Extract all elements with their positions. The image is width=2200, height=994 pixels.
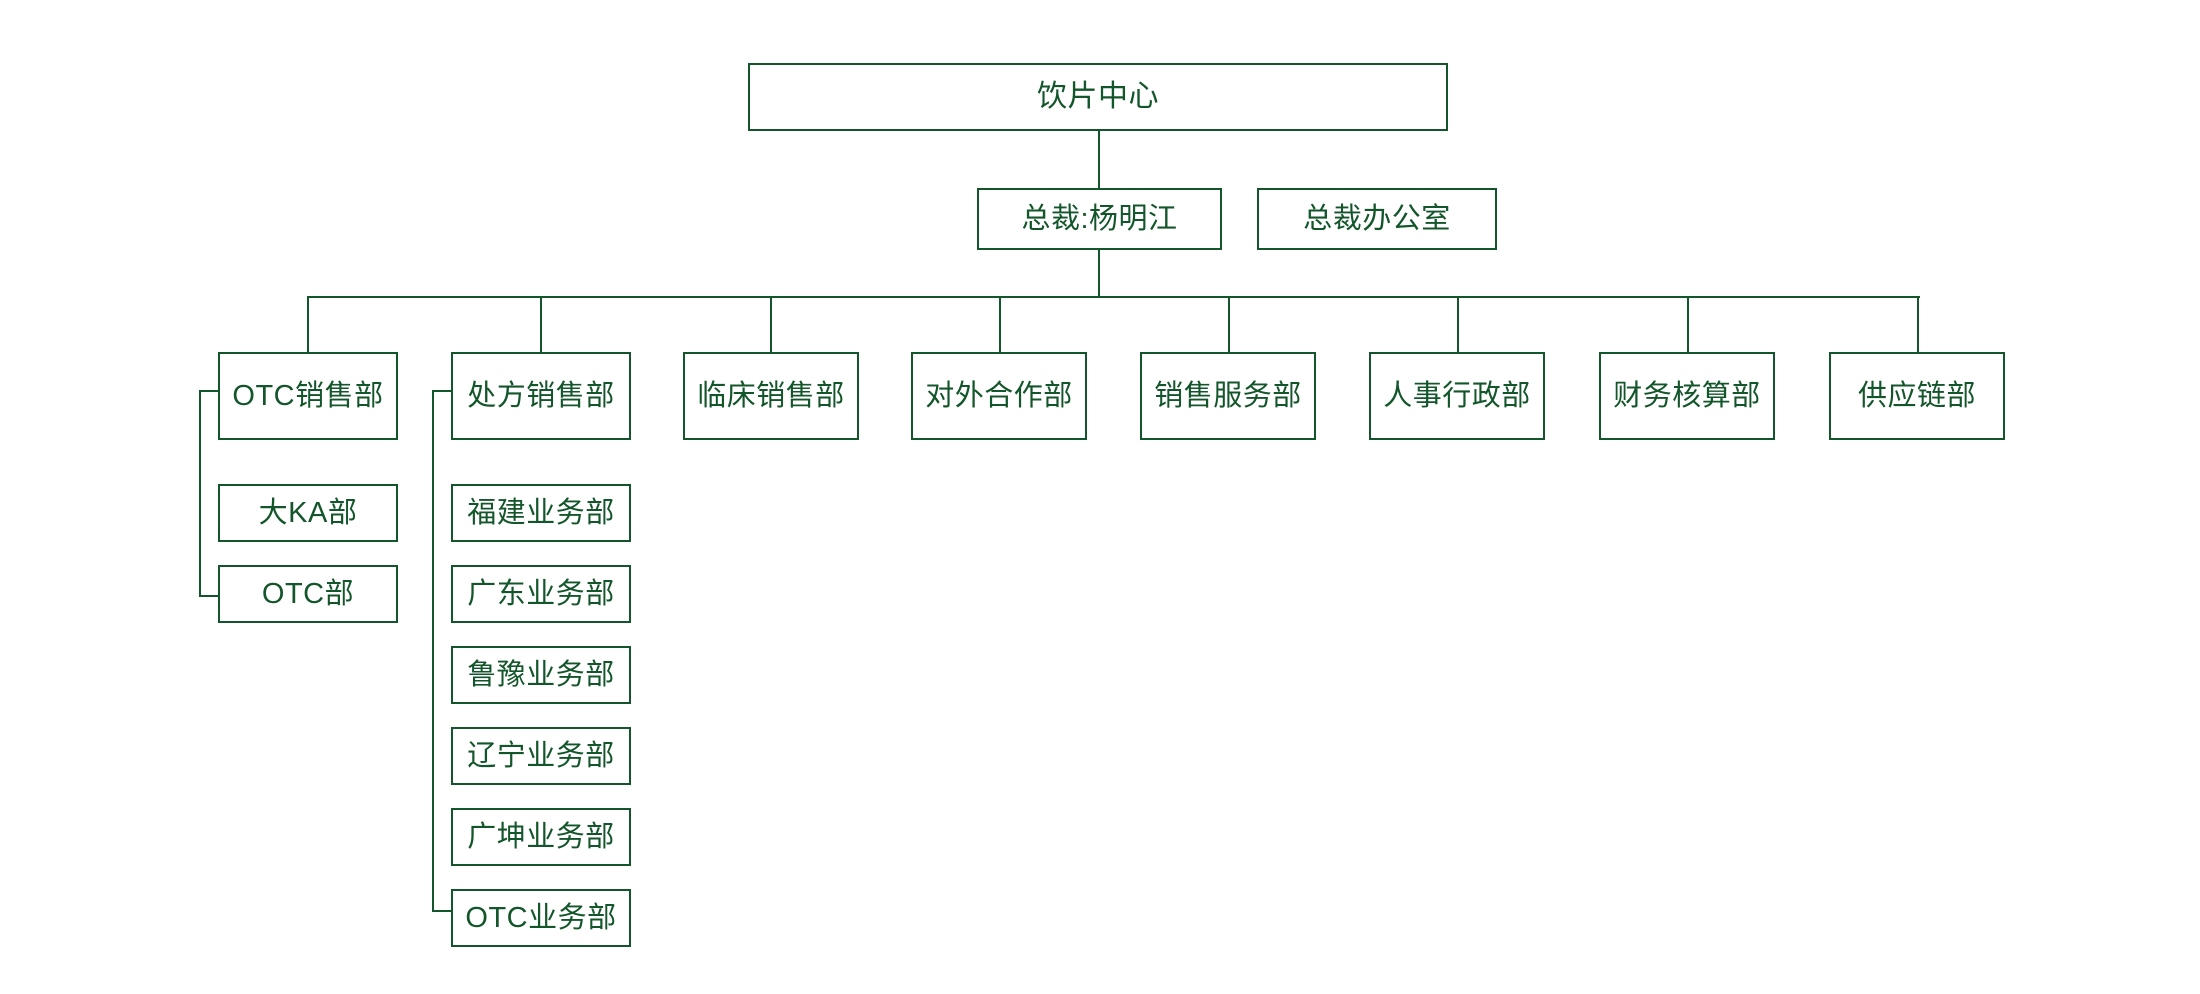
node-president[interactable]: 总裁:杨明江 (977, 188, 1222, 250)
node-sub-fujian-business[interactable]: 福建业务部 (451, 484, 631, 542)
node-department-external-cooperation[interactable]: 对外合作部 (911, 352, 1087, 440)
connector-otc-sales-rail (199, 390, 201, 597)
node-sub-guangkun-business[interactable]: 广坤业务部 (451, 808, 631, 866)
connector-bus-drop-2 (540, 296, 542, 352)
node-department-otc-sales[interactable]: OTC销售部 (218, 352, 398, 440)
connector-bus-drop-3 (770, 296, 772, 352)
node-department-sales-service[interactable]: 销售服务部 (1140, 352, 1316, 440)
node-sub-otc-business[interactable]: OTC业务部 (451, 889, 631, 947)
node-sub-liaoning-business[interactable]: 辽宁业务部 (451, 727, 631, 785)
connector-bus-drop-4 (999, 296, 1001, 352)
node-sub-big-ka[interactable]: 大KA部 (218, 484, 398, 542)
connector-department-bus (308, 296, 1920, 298)
connector-bus-drop-6 (1457, 296, 1459, 352)
connector-otc-sales-stub-otc-dept (199, 595, 219, 597)
connector-root-to-president (1098, 131, 1100, 188)
connector-bus-drop-1 (307, 296, 309, 352)
connector-bus-drop-8 (1917, 296, 1919, 352)
connector-prescription-sales-rail (432, 390, 434, 912)
connector-prescription-stub-otc-business (432, 910, 452, 912)
node-department-supply-chain[interactable]: 供应链部 (1829, 352, 2005, 440)
node-department-prescription-sales[interactable]: 处方销售部 (451, 352, 631, 440)
node-root-center[interactable]: 饮片中心 (748, 63, 1448, 131)
node-department-hr-admin[interactable]: 人事行政部 (1369, 352, 1545, 440)
node-department-finance-accounting[interactable]: 财务核算部 (1599, 352, 1775, 440)
connector-president-to-bus (1098, 250, 1100, 298)
node-sub-guangdong-business[interactable]: 广东业务部 (451, 565, 631, 623)
node-sub-otc[interactable]: OTC部 (218, 565, 398, 623)
node-sub-luyu-business[interactable]: 鲁豫业务部 (451, 646, 631, 704)
node-department-clinical-sales[interactable]: 临床销售部 (683, 352, 859, 440)
connector-bus-drop-7 (1687, 296, 1689, 352)
connector-otc-sales-stub-parent (199, 390, 219, 392)
node-president-office[interactable]: 总裁办公室 (1257, 188, 1497, 250)
connector-prescription-stub-parent (432, 390, 452, 392)
connector-bus-drop-5 (1228, 296, 1230, 352)
